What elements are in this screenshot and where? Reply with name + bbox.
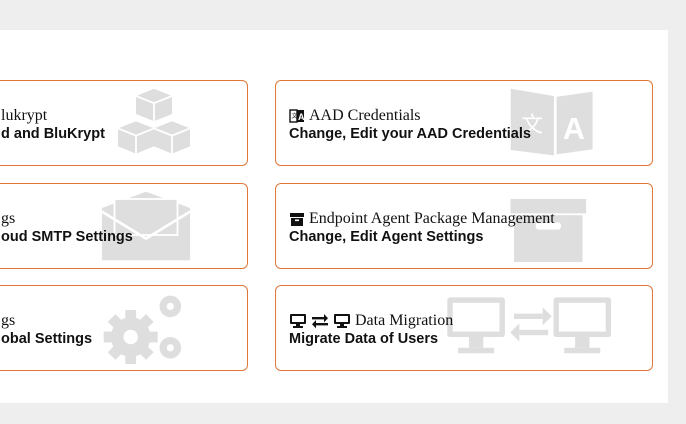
data-migration-card[interactable]: Data Migration Migrate Data of Users <box>275 285 653 371</box>
desktop-exchange-desktop-icon <box>436 292 626 364</box>
endpoint-agent-card[interactable]: Endpoint Agent Package Management Change… <box>275 183 653 269</box>
svg-text:A: A <box>563 112 585 146</box>
card-title: gs <box>1 210 16 227</box>
desktop-icon <box>289 313 307 329</box>
card-title: gs <box>1 312 16 329</box>
archive-icon <box>496 190 606 262</box>
card-title: Endpoint Agent Package Management <box>309 210 555 227</box>
archive-icon <box>289 211 305 227</box>
card-subtitle: Change, Edit your AAD Credentials <box>289 126 531 142</box>
settings-panel: lukrypt d and BluKrypt A 文 A 文 AAD Cre <box>0 30 668 403</box>
cubes-icon <box>117 87 227 159</box>
desktop-icon <box>333 313 351 329</box>
aad-credentials-card[interactable]: A 文 A 文 AAD Credentials Change, Edit you… <box>275 80 653 166</box>
exchange-icon <box>311 313 329 329</box>
smtp-settings-card[interactable]: gs oud SMTP Settings <box>0 183 248 269</box>
card-subtitle: Change, Edit Agent Settings <box>289 229 484 245</box>
card-subtitle: Migrate Data of Users <box>289 331 439 347</box>
card-title: Data Migration <box>355 312 454 329</box>
language-icon: A 文 <box>289 108 305 124</box>
card-subtitle: obal Settings <box>1 331 93 347</box>
svg-text:A: A <box>298 112 305 122</box>
svg-text:文: 文 <box>292 112 298 120</box>
card-title: lukrypt <box>1 107 48 124</box>
card-subtitle: oud SMTP Settings <box>1 229 133 245</box>
envelope-open-icon <box>91 190 201 262</box>
cogs-icon <box>91 292 201 364</box>
language-icon: A 文 <box>498 87 608 159</box>
card-subtitle: d and BluKrypt <box>1 126 105 142</box>
card-title: AAD Credentials <box>309 107 421 124</box>
global-settings-card[interactable]: gs obal Settings <box>0 285 248 371</box>
svg-text:文: 文 <box>522 112 544 137</box>
blukrypt-card[interactable]: lukrypt d and BluKrypt <box>0 80 248 166</box>
